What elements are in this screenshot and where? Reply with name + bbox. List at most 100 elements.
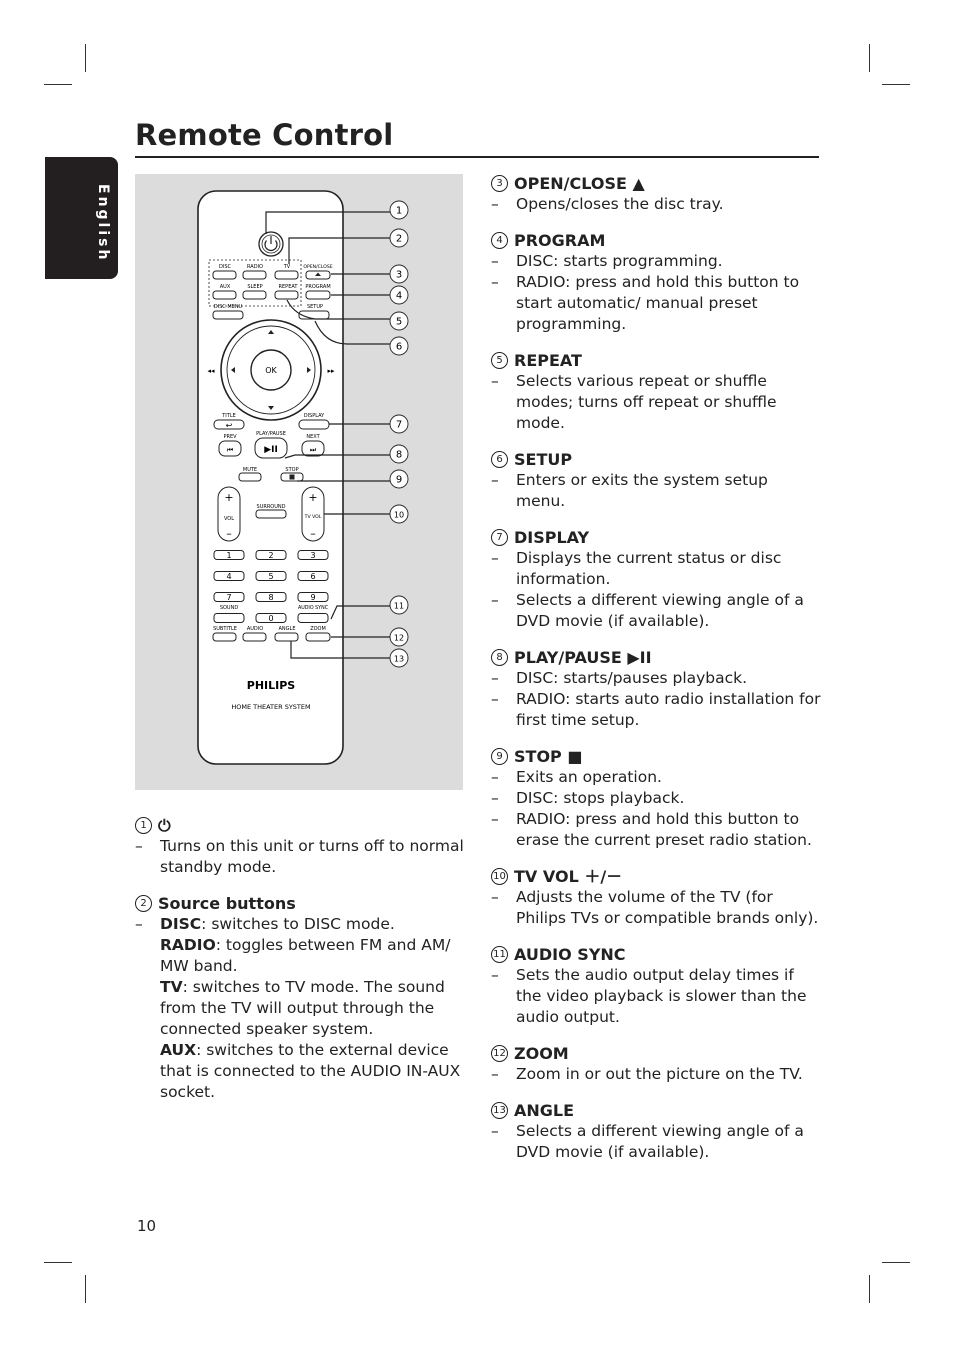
callout-circle	[389, 595, 409, 615]
callout-number: 13	[394, 655, 404, 664]
disc-label: DISC	[219, 264, 231, 270]
audio-button	[242, 632, 267, 642]
subtitle-label: SUBTITLE	[213, 626, 237, 632]
callout-number: 9	[491, 748, 508, 765]
page-title: Remote Control	[135, 118, 394, 152]
down-arrow-icon	[268, 406, 274, 410]
aux-label: AUX	[220, 284, 231, 290]
item-line: Selects a different viewing angle of a D…	[516, 591, 804, 630]
angle-label: ANGLE	[279, 626, 296, 632]
program-button	[305, 290, 331, 300]
crop-mark	[44, 84, 72, 85]
callout-number: 4	[491, 232, 508, 249]
digit-label: 7	[226, 593, 231, 602]
callout-number: 2	[135, 895, 152, 912]
next-icon: ⏭	[310, 446, 317, 454]
page-number: 10	[137, 1217, 157, 1235]
next-button	[301, 440, 325, 457]
stop-icon	[289, 474, 295, 480]
callout-number: 5	[491, 352, 508, 369]
disc-term: DISC	[160, 915, 202, 933]
item-title: ZOOM	[514, 1044, 569, 1063]
digit-button-1	[213, 550, 245, 560]
plus-icon: +	[224, 491, 233, 504]
crop-mark	[85, 1275, 86, 1303]
crop-mark	[869, 44, 870, 72]
item-line: Opens/closes the disc tray.	[516, 195, 724, 213]
display-label: DISPLAY	[304, 413, 325, 419]
digit-button-8	[255, 592, 287, 602]
digit-label: 8	[268, 593, 273, 602]
setup-label: SETUP	[307, 304, 323, 310]
vol-rocker	[217, 486, 241, 542]
callout-number: 1	[135, 817, 152, 834]
rewind-icon: ◂◂	[207, 367, 215, 375]
callout-circle	[389, 444, 409, 464]
tv-vol-label: TV VOL	[304, 514, 322, 520]
right-arrow-icon	[307, 367, 311, 373]
digit-button-3	[297, 550, 329, 560]
back-icon: ↩	[226, 421, 233, 430]
callout-number: 4	[396, 291, 402, 302]
up-arrow-icon	[268, 330, 274, 334]
mute-label: MUTE	[243, 467, 257, 473]
minus-icon: –	[226, 527, 232, 540]
remote-illustration: DISC RADIO TV OPEN/CLOSE AUX SLEEP REPEA…	[135, 174, 463, 790]
subtitle-button	[212, 632, 237, 642]
surround-label: SURROUND	[257, 504, 286, 510]
callout-circle	[389, 200, 409, 220]
callout-number: 9	[396, 475, 402, 486]
callout-circle	[389, 228, 409, 248]
item-line: Selects various repeat or shuffle modes;…	[516, 372, 777, 432]
callout-number: 7	[396, 420, 402, 431]
digit-button-4	[213, 571, 245, 581]
eject-icon	[315, 272, 321, 276]
audio-sync-label: AUDIO SYNC	[298, 605, 329, 611]
prev-icon: ⏮	[227, 446, 233, 454]
callout-number: 3	[396, 270, 402, 281]
callout-circle	[389, 285, 409, 305]
mute-button	[238, 472, 262, 482]
left-arrow-icon	[231, 367, 235, 373]
sleep-label: SLEEP	[247, 284, 262, 290]
callout-circle	[389, 469, 409, 489]
radio-desc: : toggles between FM and AM/ MW band.	[160, 936, 451, 975]
disc-button	[212, 270, 237, 280]
disc-menu-button	[212, 310, 244, 320]
aux-term: AUX	[160, 1041, 197, 1059]
crop-mark	[882, 1262, 910, 1263]
callout-circle	[389, 264, 409, 284]
sleep-button	[242, 290, 267, 300]
callout-circle	[389, 627, 409, 647]
callout-number: 6	[396, 342, 402, 353]
title-label: TITLE	[221, 413, 236, 419]
ok-label: OK	[265, 366, 277, 375]
radio-button	[242, 270, 267, 280]
crop-mark	[85, 44, 86, 72]
callout-number: 10	[394, 511, 404, 520]
tv-term: TV	[160, 978, 183, 996]
sound-button	[213, 613, 245, 623]
leader-lines	[265, 211, 390, 659]
tv-desc: : switches to TV mode. The sound from th…	[160, 978, 445, 1038]
item-title: TV VOL ＋/－	[514, 867, 623, 886]
item-line: Enters or exits the system setup menu.	[516, 471, 768, 510]
item-line: DISC: stops playback.	[516, 789, 685, 807]
minus-icon: –	[310, 527, 316, 540]
crop-mark	[869, 1275, 870, 1303]
digit-label: 2	[268, 551, 273, 560]
item-title: OPEN/CLOSE ▲	[514, 174, 645, 193]
digit-button-7	[213, 592, 245, 602]
digit-button-5	[255, 571, 287, 581]
audio-sync-button	[297, 613, 329, 623]
item-title: AUDIO SYNC	[514, 945, 626, 964]
item-line: Displays the current status or disc info…	[516, 549, 782, 588]
